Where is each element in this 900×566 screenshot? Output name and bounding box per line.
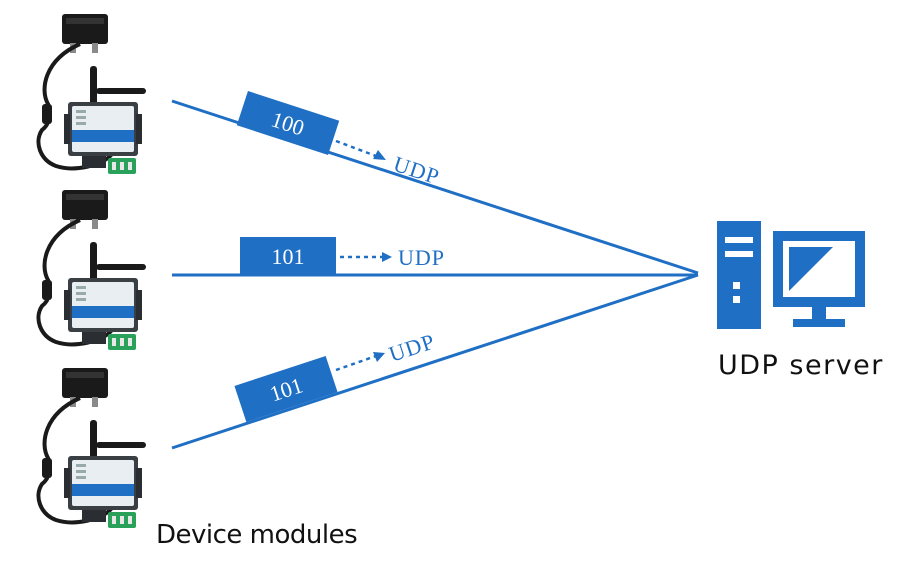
- udp-label: UDP: [386, 328, 438, 366]
- packet-label: 101: [272, 244, 305, 269]
- dotted-arrow-icon: [340, 252, 392, 262]
- connection-line: [171, 273, 699, 450]
- device-module-icon: [36, 12, 148, 176]
- device-module-icon: [36, 366, 148, 530]
- packet-box: [234, 355, 338, 423]
- udp-label: UDP: [398, 245, 445, 270]
- server-computer-icon: [717, 221, 865, 329]
- server-label: UDP server: [718, 350, 884, 381]
- packet-box: [236, 90, 340, 156]
- device-module-icon: [36, 188, 148, 352]
- packet-box: [240, 237, 336, 275]
- dotted-arrow-icon: [335, 352, 385, 372]
- devices-label: Device modules: [156, 520, 358, 550]
- udp-label: UDP: [390, 151, 442, 189]
- dotted-arrow-icon: [335, 139, 386, 160]
